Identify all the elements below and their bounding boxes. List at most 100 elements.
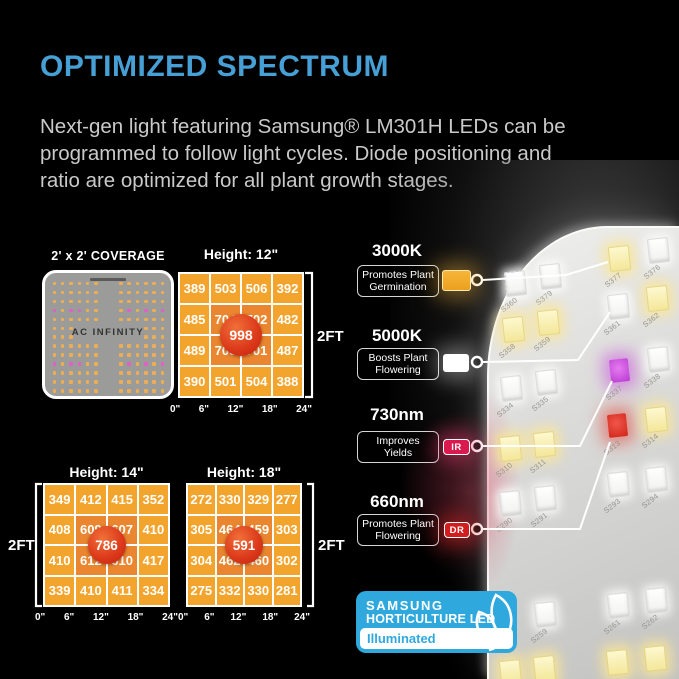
- amber-diode-dot: [160, 317, 165, 322]
- amber-diode-dot: [85, 344, 90, 348]
- amber-diode-dot: [127, 317, 131, 322]
- led-swatch-dr: DR: [444, 522, 470, 538]
- amber-diode-dot: [85, 317, 90, 322]
- amber-diode-dot: [119, 362, 123, 366]
- spectrum-730nm-benefit: Improves Yields: [357, 431, 439, 463]
- amber-diode-dot: [77, 299, 81, 304]
- amber-diode-dot: [77, 380, 81, 384]
- photo-red-tint: [487, 388, 521, 588]
- amber-diode-dot: [85, 353, 90, 357]
- pink-diode-dot: [127, 362, 131, 366]
- amber-diode-dot: [69, 299, 73, 304]
- amber-diode-dot: [94, 380, 98, 384]
- led-swatch-3000k: [442, 270, 471, 291]
- amber-diode-dot: [77, 353, 81, 357]
- amber-diode-dot: [60, 353, 65, 357]
- amber-diode-dot: [119, 317, 123, 322]
- amber-diode-dot: [127, 371, 131, 375]
- yellow-led-chip: [532, 654, 557, 679]
- ppfd-cell: 272: [188, 485, 215, 514]
- amber-diode-dot: [152, 362, 156, 366]
- amber-diode-dot: [152, 371, 156, 375]
- amber-diode-dot: [160, 326, 165, 330]
- amber-diode-dot: [94, 281, 98, 286]
- page-title: OPTIMIZED SPECTRUM: [40, 50, 390, 83]
- amber-diode-dot: [119, 371, 123, 375]
- amber-diode-dot: [85, 371, 90, 375]
- ppfd-grid-14-sidelabel: 2FT: [8, 537, 35, 554]
- benefit-line: Improves: [376, 434, 420, 447]
- ppfd-cell: 389: [180, 274, 209, 303]
- amber-diode-dot: [144, 380, 148, 384]
- amber-diode-dot: [127, 389, 131, 393]
- amber-diode-dot: [60, 362, 65, 366]
- led-board-image: AC INFINITY: [42, 270, 174, 399]
- amber-diode-dot: [94, 299, 98, 304]
- amber-diode-dot: [85, 362, 90, 366]
- amber-diode-dot: [135, 362, 140, 366]
- amber-diode-dot: [127, 281, 131, 286]
- ppfd-cell: 487: [273, 336, 302, 365]
- amber-diode-dot: [135, 371, 140, 375]
- ppfd-cell: 334: [138, 576, 168, 605]
- ppfd-cell: 305: [188, 515, 215, 544]
- benefit-line: Flowering: [375, 364, 421, 376]
- x-tick: 12": [227, 404, 244, 415]
- pink-diode-dot: [77, 362, 81, 366]
- bracket-grid-12: [305, 271, 314, 399]
- amber-diode-dot: [69, 380, 73, 384]
- amber-diode-dot: [119, 389, 123, 393]
- amber-diode-dot: [119, 353, 123, 357]
- amber-diode-dot: [152, 344, 156, 348]
- amber-diode-dot: [127, 290, 131, 295]
- led-swatch-5000k: [443, 354, 469, 372]
- samsung-horticulture-badge: SAMSUNG HORTICULTURE LED Illuminated: [356, 591, 517, 653]
- ppfd-cell: 417: [138, 546, 168, 575]
- x-tick: 0": [178, 612, 189, 623]
- ppfd-grid-18-title: Height: 18": [206, 464, 282, 480]
- amber-diode-dot: [94, 290, 98, 295]
- amber-diode-dot: [135, 389, 140, 393]
- pink-diode-dot: [52, 308, 57, 313]
- amber-diode-dot: [69, 389, 73, 393]
- ppfd-cell: 349: [45, 485, 75, 514]
- ppfd-grid-12-sidelabel: 2FT: [317, 328, 344, 345]
- ppfd-cell: 482: [273, 305, 302, 334]
- amber-diode-dot: [52, 371, 57, 375]
- amber-diode-dot: [52, 326, 57, 330]
- amber-diode-dot: [94, 353, 98, 357]
- amber-diode-dot: [160, 389, 165, 393]
- led-swatch-ir: IR: [443, 439, 470, 455]
- ppfd-grid-14-xaxis: 0"6"12"18"24": [35, 612, 178, 623]
- amber-diode-dot: [77, 371, 81, 375]
- amber-diode-dot: [52, 299, 57, 304]
- ppfd-cell: 302: [273, 546, 300, 575]
- ppfd-cell: 410: [76, 576, 106, 605]
- ppfd-cell: 392: [273, 274, 302, 303]
- ppfd-cell: 489: [180, 336, 209, 365]
- amber-diode-dot: [94, 389, 98, 393]
- x-tick: 6": [198, 404, 210, 415]
- amber-diode-dot: [160, 290, 165, 295]
- spectrum-730nm-name: 730nm: [370, 405, 424, 424]
- amber-diode-dot: [160, 371, 165, 375]
- amber-diode-dot: [60, 326, 65, 330]
- ppfd-cell: 410: [138, 515, 168, 544]
- amber-diode-dot: [94, 344, 98, 348]
- ppfd-grid-18-peak: 591: [225, 526, 263, 564]
- pink-diode-dot: [77, 308, 81, 313]
- ppfd-cell: 329: [245, 485, 272, 514]
- pink-diode-dot: [160, 362, 165, 366]
- board-fineprint: [90, 278, 126, 281]
- amber-diode-dot: [52, 317, 57, 322]
- amber-diode-dot: [85, 308, 90, 313]
- ppfd-cell: 503: [211, 274, 240, 303]
- amber-diode-dot: [52, 290, 57, 295]
- amber-diode-dot: [94, 371, 98, 375]
- x-tick: 6": [204, 612, 215, 623]
- ppfd-grid-14-title: Height: 14": [69, 464, 144, 480]
- bracket-grid-14: [34, 482, 42, 608]
